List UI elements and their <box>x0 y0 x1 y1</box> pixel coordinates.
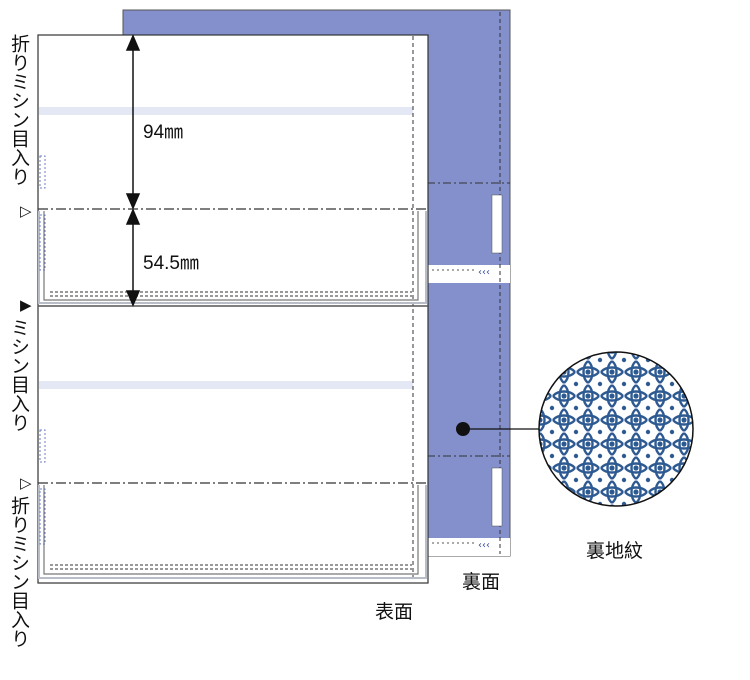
callout-line <box>456 422 545 436</box>
dimension-label-lower: 54.5㎜ <box>143 253 199 274</box>
front-side-label: 表面 <box>375 601 414 623</box>
perforation-label-middle: ミシン目入り <box>8 318 30 432</box>
tint-pattern-label: 裏地紋 <box>586 540 644 562</box>
front-sheet <box>37 34 429 584</box>
filled-triangle-marker: ▶ <box>20 296 32 314</box>
tint-pattern-circle <box>538 351 694 507</box>
fold-perforation-label-bottom: 折りミシン目入り <box>8 496 30 648</box>
back-side-label: 裏面 <box>462 571 501 593</box>
svg-text:‹‹‹: ‹‹‹ <box>478 540 490 551</box>
dimension-label-upper: 94㎜ <box>143 122 184 143</box>
open-triangle-marker-bottom: ▷ <box>20 474 32 492</box>
svg-text:‹‹‹: ‹‹‹ <box>478 267 490 278</box>
fold-perforation-label-top: 折りミシン目入り <box>8 34 30 186</box>
dimension-arrows <box>125 34 141 307</box>
open-triangle-marker-top: ▷ <box>20 202 32 220</box>
